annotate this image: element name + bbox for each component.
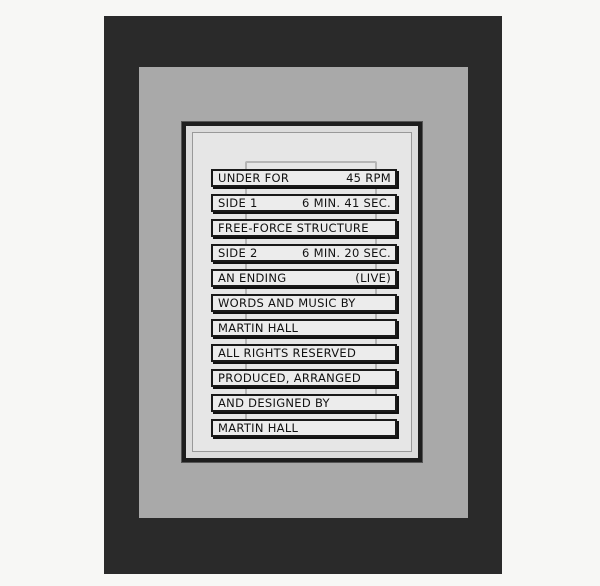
sheet-inner: UNDER FOR 45 RPM SIDE 1 6 MIN. 41 SEC. F… (192, 132, 412, 452)
label-line-6: WORDS AND MUSIC BY (211, 294, 397, 312)
label-line-8: ALL RIGHTS RESERVED (211, 344, 397, 362)
label-line-2-right: 6 MIN. 41 SEC. (302, 196, 391, 210)
label-line-10: AND DESIGNED BY (211, 394, 397, 412)
label-line-3-left: FREE-FORCE STRUCTURE (218, 221, 369, 235)
label-line-5: AN ENDING (LIVE) (211, 269, 397, 287)
label-line-4: SIDE 2 6 MIN. 20 SEC. (211, 244, 397, 262)
label-line-5-left: AN ENDING (218, 271, 287, 285)
label-line-11-left: MARTIN HALL (218, 421, 299, 435)
label-line-6-left: WORDS AND MUSIC BY (218, 296, 356, 310)
label-line-1-left: UNDER FOR (218, 171, 290, 185)
label-line-7-left: MARTIN HALL (218, 321, 299, 335)
label-line-1: UNDER FOR 45 RPM (211, 169, 397, 187)
label-line-2: SIDE 1 6 MIN. 41 SEC. (211, 194, 397, 212)
label-line-4-right: 6 MIN. 20 SEC. (302, 246, 391, 260)
label-line-1-right: 45 RPM (346, 171, 391, 185)
label-line-5-right: (LIVE) (355, 271, 391, 285)
label-line-9: PRODUCED, ARRANGED (211, 369, 397, 387)
label-sheet: UNDER FOR 45 RPM SIDE 1 6 MIN. 41 SEC. F… (182, 122, 422, 462)
label-line-9-left: PRODUCED, ARRANGED (218, 371, 361, 385)
label-line-3: FREE-FORCE STRUCTURE (211, 219, 397, 237)
label-line-4-left: SIDE 2 (218, 246, 258, 260)
label-line-11: MARTIN HALL (211, 419, 397, 437)
label-line-8-left: ALL RIGHTS RESERVED (218, 346, 357, 360)
label-line-10-left: AND DESIGNED BY (218, 396, 330, 410)
label-line-7: MARTIN HALL (211, 319, 397, 337)
label-line-2-left: SIDE 1 (218, 196, 258, 210)
